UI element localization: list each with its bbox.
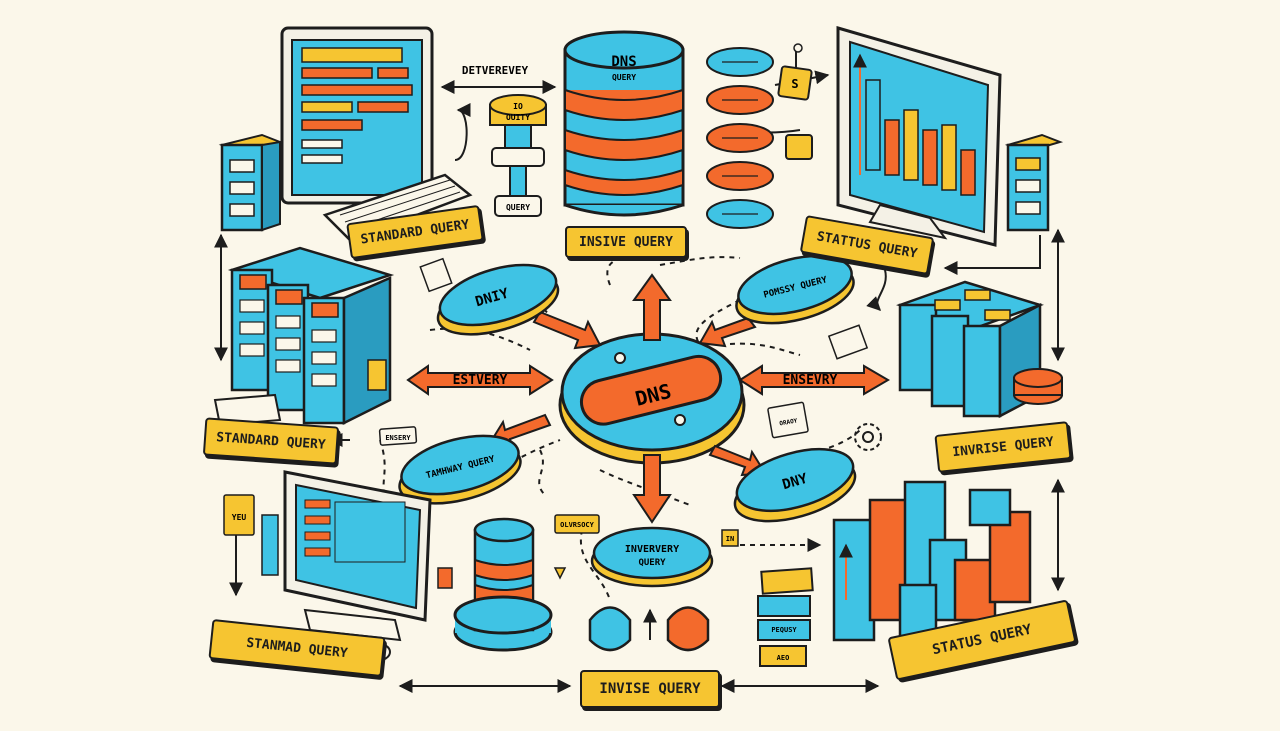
gear-top-text: IO (513, 102, 523, 111)
bottom-blobs (588, 606, 710, 652)
inververy-text-2: QUERY (638, 558, 666, 568)
oval-pomssy-query: POMSSY QUERY (735, 254, 855, 325)
ensevry-label: ENSEVRY (783, 373, 838, 388)
aeo-tag: AEO (777, 654, 790, 662)
label-invise-query-bottom: INVISE QUERY (580, 670, 720, 708)
server-rack-left (213, 246, 395, 427)
server-tower-left-top (218, 133, 284, 232)
box-stack: PEQUSY AEO (757, 567, 814, 667)
gear-mid-text: OUITY (506, 113, 530, 122)
oval-tamhway-query: TAMHWAY QUERY (398, 434, 522, 505)
pill-stack: S (706, 43, 813, 229)
dny-text: DNY (781, 471, 810, 494)
oval-dny-right: DNY (733, 447, 857, 523)
top-caption: DETVEREVEY (462, 64, 529, 77)
server-tower-right-top (1004, 133, 1064, 232)
monitor-top-right (836, 26, 1002, 247)
db-title: DNS (611, 54, 636, 70)
db-subtitle: QUERY (612, 73, 636, 82)
monitor-top-left (280, 26, 473, 242)
dns-central-hub: DNS (558, 332, 746, 465)
ensery-tag: ENSERY (385, 434, 411, 442)
in-tag: IN (726, 535, 734, 543)
oval-dniy-left: DNIY (436, 263, 560, 336)
inververy-text-1: INVERVERY (625, 544, 679, 555)
olvrsocy-tag: OLVRSOCY (560, 521, 595, 529)
stack-query-text: QUERY (506, 203, 530, 212)
estvery-label: ESTVERY (453, 373, 508, 388)
gear-stack: IO OUITY QUERY (489, 94, 547, 217)
oraoy-tag: ORAOY (779, 417, 798, 427)
server-rack-right (896, 280, 1063, 419)
oval-inververy-query: INVERVERY QUERY (590, 526, 714, 588)
yeu-tag: YEU (232, 513, 247, 522)
database-bottom (453, 517, 553, 652)
small-tags: ENSERY OLVRSOCY IN ORAOY YEU (223, 257, 882, 589)
pill-top-tag: S (791, 77, 798, 91)
dns-query-database: DNS QUERY (563, 30, 685, 217)
label-insive-query: INSIVE QUERY (565, 226, 687, 258)
pequsy-tag: PEQUSY (771, 626, 797, 634)
